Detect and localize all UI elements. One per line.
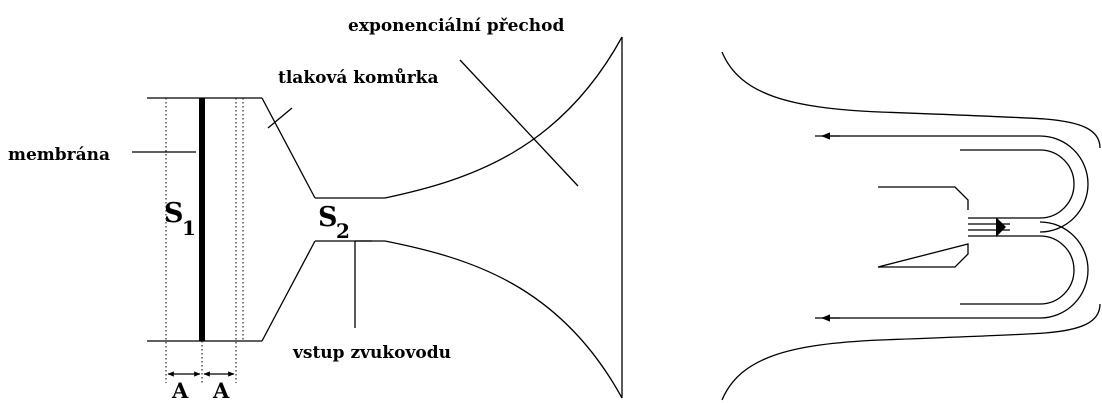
s2-subscript: 2 — [336, 219, 350, 243]
chamber-leader — [267, 107, 293, 129]
s1-label: S — [164, 198, 184, 229]
chamber-lower-slope — [261, 240, 316, 342]
throat-arrow-head — [996, 217, 1006, 237]
driver-block — [877, 186, 969, 268]
horn-upper-flare — [384, 36, 623, 199]
inlet-label: vstup zvukovodu — [292, 343, 451, 363]
s2-label: S — [318, 202, 338, 233]
chamber-label: tlaková komůrka — [278, 67, 438, 88]
s1-subscript: 1 — [182, 216, 196, 240]
folded-horn-outer-bottom — [721, 303, 1101, 401]
lower-fold-outer — [815, 221, 1089, 319]
folded-horn-outer-top — [721, 51, 1101, 149]
chamber-upper-slope — [261, 97, 316, 199]
horn-lower-flare — [384, 240, 623, 399]
transition-label: exponenciální přechod — [348, 16, 564, 36]
folded-horn — [721, 51, 1101, 401]
a-left-label: A — [171, 378, 189, 403]
membrane-label: membrána — [8, 145, 110, 165]
transition-leader — [459, 59, 579, 187]
a-right-label: A — [212, 378, 230, 403]
horn-cross-section: exponenciální přechod tlaková komůrka me… — [8, 16, 623, 403]
lower-fold-inner — [960, 235, 1075, 305]
upper-fold-inner — [960, 149, 1075, 219]
